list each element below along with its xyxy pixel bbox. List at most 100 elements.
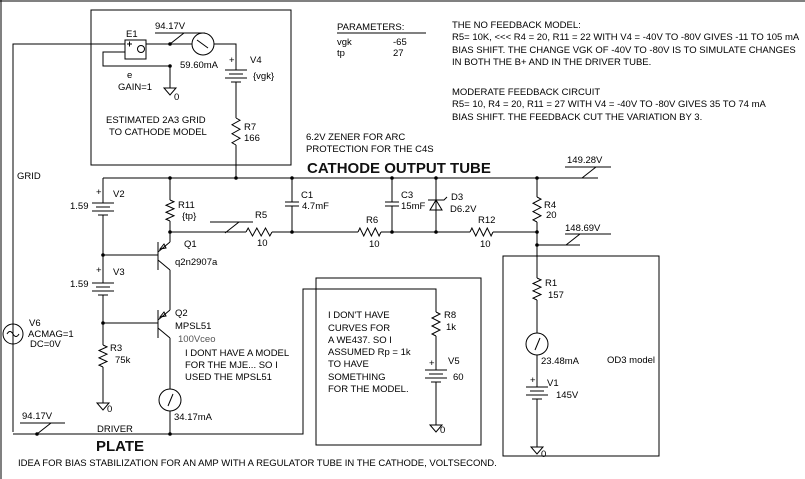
ground-label: 0 bbox=[107, 404, 112, 415]
wire bbox=[102, 51, 171, 88]
meter-needle bbox=[167, 393, 174, 407]
r5-label: R5 bbox=[255, 210, 267, 221]
probe-plate-voltage: 94.17V bbox=[22, 411, 53, 422]
v6-dc: DC=0V bbox=[30, 339, 62, 350]
mje-note: USED THE MPSL51 bbox=[185, 372, 272, 383]
v6-label: V6 bbox=[29, 318, 41, 329]
we437-note: I DON'T HAVE bbox=[328, 310, 390, 321]
r5-value: 10 bbox=[257, 238, 268, 249]
r11-label: R11 bbox=[178, 200, 195, 211]
r8-value: 1k bbox=[446, 322, 456, 333]
probe-r4-voltage: 148.69V bbox=[565, 223, 601, 234]
wire bbox=[12, 43, 125, 432]
transistor-q1 bbox=[157, 241, 171, 271]
ac-source-icon bbox=[2, 323, 24, 345]
emitter-arrow bbox=[158, 311, 167, 318]
resistor-symbol bbox=[531, 196, 543, 223]
param-name: tp bbox=[337, 48, 345, 59]
note-line: R5= 10, R4 = 20, R11 = 27 WITH V4 = -40V… bbox=[452, 99, 766, 110]
capacitor-symbol bbox=[385, 201, 399, 207]
resistor-symbol bbox=[531, 277, 543, 301]
meter-e1-current: 59.60mA bbox=[180, 60, 219, 71]
r4-label: R4 bbox=[544, 200, 556, 211]
transistor-q2 bbox=[157, 309, 171, 339]
note-line: BIAS SHIFT. THE FEEDBACK CUT THE VARIATI… bbox=[452, 112, 702, 123]
r7-value: 166 bbox=[244, 133, 260, 144]
r3-label: R3 bbox=[110, 343, 122, 354]
plus-mark: + bbox=[96, 265, 102, 276]
v4-label: V4 bbox=[250, 55, 262, 66]
resistor-symbol bbox=[245, 226, 273, 238]
note-line: IN BOTH THE B+ AND IN THE DRIVER TUBE. bbox=[452, 57, 651, 68]
c1-label: C1 bbox=[301, 190, 313, 201]
r8-label: R8 bbox=[444, 310, 456, 321]
mje-note: I DONT HAVE A MODEL bbox=[185, 348, 289, 359]
c1-value: 4.7mF bbox=[302, 201, 329, 212]
plus-mark: + bbox=[429, 358, 435, 369]
plus-mark: + bbox=[530, 375, 536, 386]
r3-value: 75k bbox=[115, 355, 131, 366]
wire bbox=[214, 43, 237, 70]
r4-value: 20 bbox=[546, 210, 557, 221]
r1-value: 157 bbox=[548, 290, 564, 301]
e1-gain: GAIN=1 bbox=[118, 82, 152, 93]
ground-label: 0 bbox=[541, 449, 546, 460]
resistor-symbol bbox=[230, 117, 242, 146]
battery-symbol bbox=[92, 282, 114, 296]
q2-model: MPSL51 bbox=[175, 321, 211, 332]
junction-dot bbox=[168, 64, 172, 68]
voltage-probe bbox=[565, 166, 611, 179]
note-line: THE NO FEEDBACK MODEL: bbox=[452, 20, 581, 31]
r7-label: R7 bbox=[244, 122, 256, 133]
emitter-arrow bbox=[158, 243, 167, 250]
ground-icon bbox=[529, 446, 545, 455]
junction-dot bbox=[234, 176, 238, 180]
od3-model-box bbox=[502, 255, 660, 457]
plus-mark: + bbox=[229, 55, 235, 66]
model-note-1: ESTIMATED 2A3 GRID bbox=[106, 115, 206, 126]
ground-label: 0 bbox=[174, 92, 179, 103]
voltage-probe bbox=[210, 221, 253, 234]
e1-source-symbol bbox=[137, 45, 145, 53]
r12-value: 10 bbox=[480, 239, 491, 250]
plus-mark: + bbox=[96, 187, 102, 198]
model-note-2: TO CATHODE MODEL bbox=[109, 127, 207, 138]
mje-note: FOR THE MJE... SO I bbox=[185, 360, 278, 371]
d3-value: D6.2V bbox=[450, 204, 477, 215]
v1-label: V1 bbox=[547, 378, 559, 389]
voltage-probe bbox=[565, 233, 611, 246]
resistor-symbol bbox=[469, 226, 494, 238]
r12-label: R12 bbox=[478, 215, 495, 226]
v2-label: V2 bbox=[113, 189, 125, 200]
od3-label: OD3 model bbox=[607, 355, 655, 366]
ground-icon bbox=[95, 402, 111, 411]
battery-symbol bbox=[92, 202, 114, 216]
we437-note: SOMETHING bbox=[328, 372, 386, 383]
v2-value: 1.59 bbox=[70, 201, 89, 212]
r6-label: R6 bbox=[366, 215, 378, 226]
c3-label: C3 bbox=[401, 190, 413, 201]
probe-rail-voltage: 149.28V bbox=[567, 155, 603, 166]
we437-note: A WE437. SO I bbox=[328, 335, 392, 346]
driver-label: DRIVER bbox=[97, 424, 133, 435]
zener-diode-icon bbox=[428, 196, 448, 211]
sine-wave bbox=[6, 331, 20, 337]
we437-note: TO HAVE bbox=[328, 359, 369, 370]
v6-acmag: ACMAG=1 bbox=[28, 329, 74, 340]
plus-sign bbox=[127, 41, 132, 47]
e1-source bbox=[124, 39, 147, 60]
we437-box bbox=[315, 277, 482, 446]
we437-note: CURVES FOR bbox=[328, 323, 390, 334]
battery-symbol bbox=[526, 386, 548, 400]
caption: IDEA FOR BIAS STABILIZATION FOR AN AMP W… bbox=[18, 458, 497, 469]
param-value: -65 bbox=[393, 37, 407, 48]
meter-q2-current: 34.17mA bbox=[174, 412, 213, 423]
resistor-symbol bbox=[164, 199, 176, 222]
meter-needle bbox=[534, 337, 541, 351]
v5-label: V5 bbox=[448, 356, 460, 367]
r1-label: R1 bbox=[545, 278, 557, 289]
v3-label: V3 bbox=[113, 267, 125, 278]
ground-icon bbox=[428, 424, 444, 433]
